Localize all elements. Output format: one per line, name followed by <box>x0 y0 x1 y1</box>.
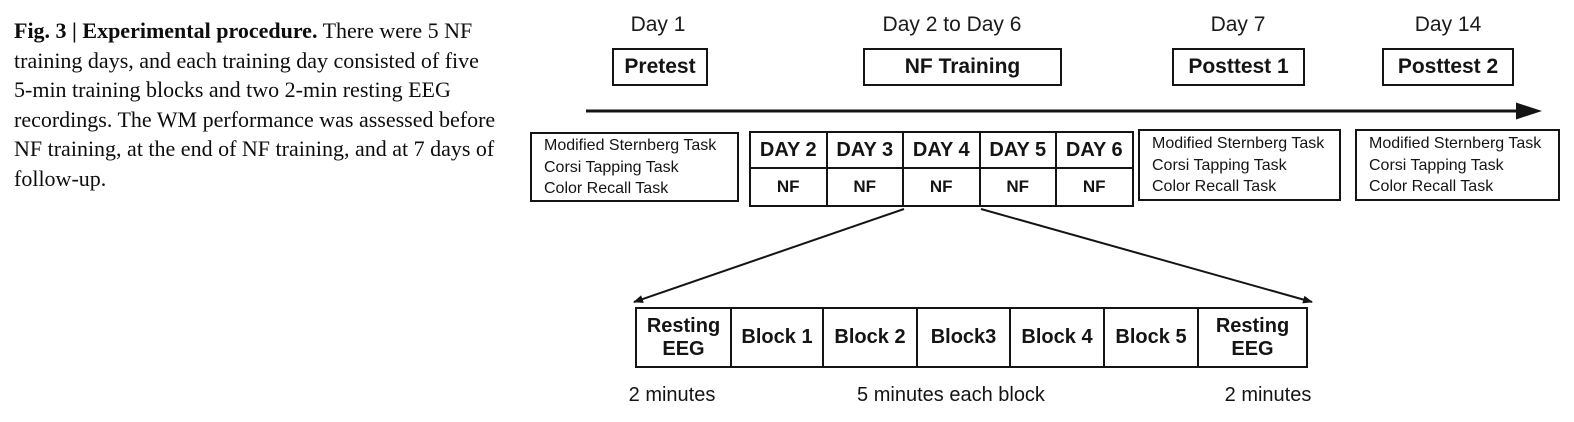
day2to6-label: Day 2 to Day 6 <box>882 13 1022 36</box>
task-item: Modified Sternberg Task <box>1369 135 1542 153</box>
nf-cell: NF <box>1055 167 1134 207</box>
timeline-arrowhead-icon <box>1516 102 1542 120</box>
posttest1-box-label: Posttest 1 <box>1188 55 1289 78</box>
task-item: Corsi Tapping Task <box>1369 156 1504 174</box>
pretest-box: Pretest <box>612 48 708 86</box>
duration-label-resting-right: 2 minutes <box>1224 384 1312 406</box>
day-header-cell: DAY 3 <box>825 131 904 169</box>
posttest1-task-box: Modified Sternberg Task Corsi Tapping Ta… <box>1138 129 1341 201</box>
posttest1-box: Posttest 1 <box>1172 48 1305 86</box>
session-block: Block 5 <box>1102 307 1200 368</box>
training-day-table: DAY 2 DAY 3 DAY 4 DAY 5 DAY 6 NF NF NF N… <box>749 131 1134 207</box>
figure-label: Fig. 3 | Experimental procedure. <box>14 18 318 43</box>
day1-label: Day 1 <box>630 13 686 36</box>
task-item: Modified Sternberg Task <box>1152 135 1325 153</box>
session-block: Block 2 <box>822 307 918 368</box>
duration-label-blocks: 5 minutes each block <box>857 384 1045 406</box>
day-header-cell: DAY 4 <box>902 131 981 169</box>
task-item: Color Recall Task <box>544 180 669 198</box>
nf-training-box-label: NF Training <box>904 55 1021 78</box>
day7-label: Day 7 <box>1210 13 1266 36</box>
training-nf-row: NF NF NF NF NF <box>749 167 1134 207</box>
posttest2-box: Posttest 2 <box>1382 48 1514 86</box>
task-item: Color Recall Task <box>1369 178 1494 196</box>
day-header-cell: DAY 6 <box>1055 131 1134 169</box>
task-item: Color Recall Task <box>1152 178 1277 196</box>
duration-label-resting-left: 2 minutes <box>628 384 716 406</box>
pretest-box-label: Pretest <box>624 55 696 78</box>
resting-eeg-block: Resting EEG <box>635 307 732 368</box>
pretest-task-box: Modified Sternberg Task Corsi Tapping Ta… <box>530 132 739 202</box>
posttest2-task-box: Modified Sternberg Task Corsi Tapping Ta… <box>1355 129 1560 201</box>
session-block: Block 1 <box>729 307 825 368</box>
nf-training-box: NF Training <box>863 48 1062 86</box>
fanout-right-line <box>980 208 1313 304</box>
day-header-cell: DAY 5 <box>978 131 1057 169</box>
session-blocks-row: Resting EEG Block 1 Block 2 Block3 Block… <box>635 307 1308 368</box>
task-item: Corsi Tapping Task <box>1152 156 1287 174</box>
session-block: Block 4 <box>1009 307 1105 368</box>
nf-cell: NF <box>825 167 904 207</box>
resting-eeg-block: Resting EEG <box>1197 307 1308 368</box>
task-item: Corsi Tapping Task <box>544 158 679 176</box>
day-header-cell: DAY 2 <box>749 131 828 169</box>
posttest2-box-label: Posttest 2 <box>1397 55 1499 78</box>
day14-label: Day 14 <box>1414 13 1482 36</box>
training-day-header-row: DAY 2 DAY 3 DAY 4 DAY 5 DAY 6 <box>749 131 1134 169</box>
figure-caption-text: There were 5 NF training days, and each … <box>14 18 496 191</box>
figure-caption: Fig. 3 | Experimental procedure. There w… <box>14 16 500 193</box>
task-item: Modified Sternberg Task <box>544 137 717 155</box>
nf-cell: NF <box>978 167 1057 207</box>
nf-cell: NF <box>902 167 981 207</box>
session-block: Block3 <box>915 307 1012 368</box>
nf-cell: NF <box>749 167 828 207</box>
fanout-left-line <box>633 208 905 303</box>
